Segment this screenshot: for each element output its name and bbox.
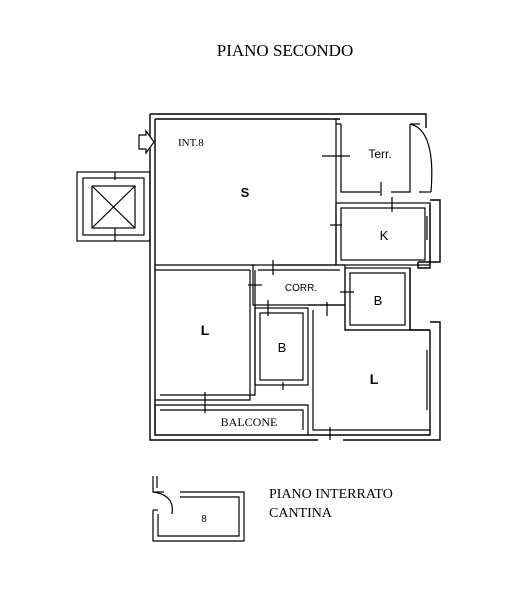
cellar-plan [152,476,245,542]
stairwell [76,171,151,242]
page-title: PIANO SECONDO [217,41,353,60]
room-label-corridoio: CORR. [285,283,317,294]
entrance-arrow-icon [138,129,155,155]
interior-walls [154,119,433,435]
door-markers [204,155,393,440]
unit-label: INT.8 [178,137,204,149]
outer-walls [149,113,441,441]
cellar-number: 8 [201,514,207,525]
room-label-soggiorno: S [241,185,250,200]
room-label-balcone: BALCONE [221,415,278,429]
room-label-bagno-2: B [278,340,287,355]
room-label-letto-2: L [370,371,379,387]
room-label-letto-1: L [201,322,210,338]
cellar-title-line1: PIANO INTERRATO [269,487,393,502]
room-label-terrazzo: Terr. [368,147,391,161]
room-label-bagno-1: B [374,293,383,308]
room-label-cucina: K [380,228,389,243]
cellar-title-line2: CANTINA [269,506,333,521]
